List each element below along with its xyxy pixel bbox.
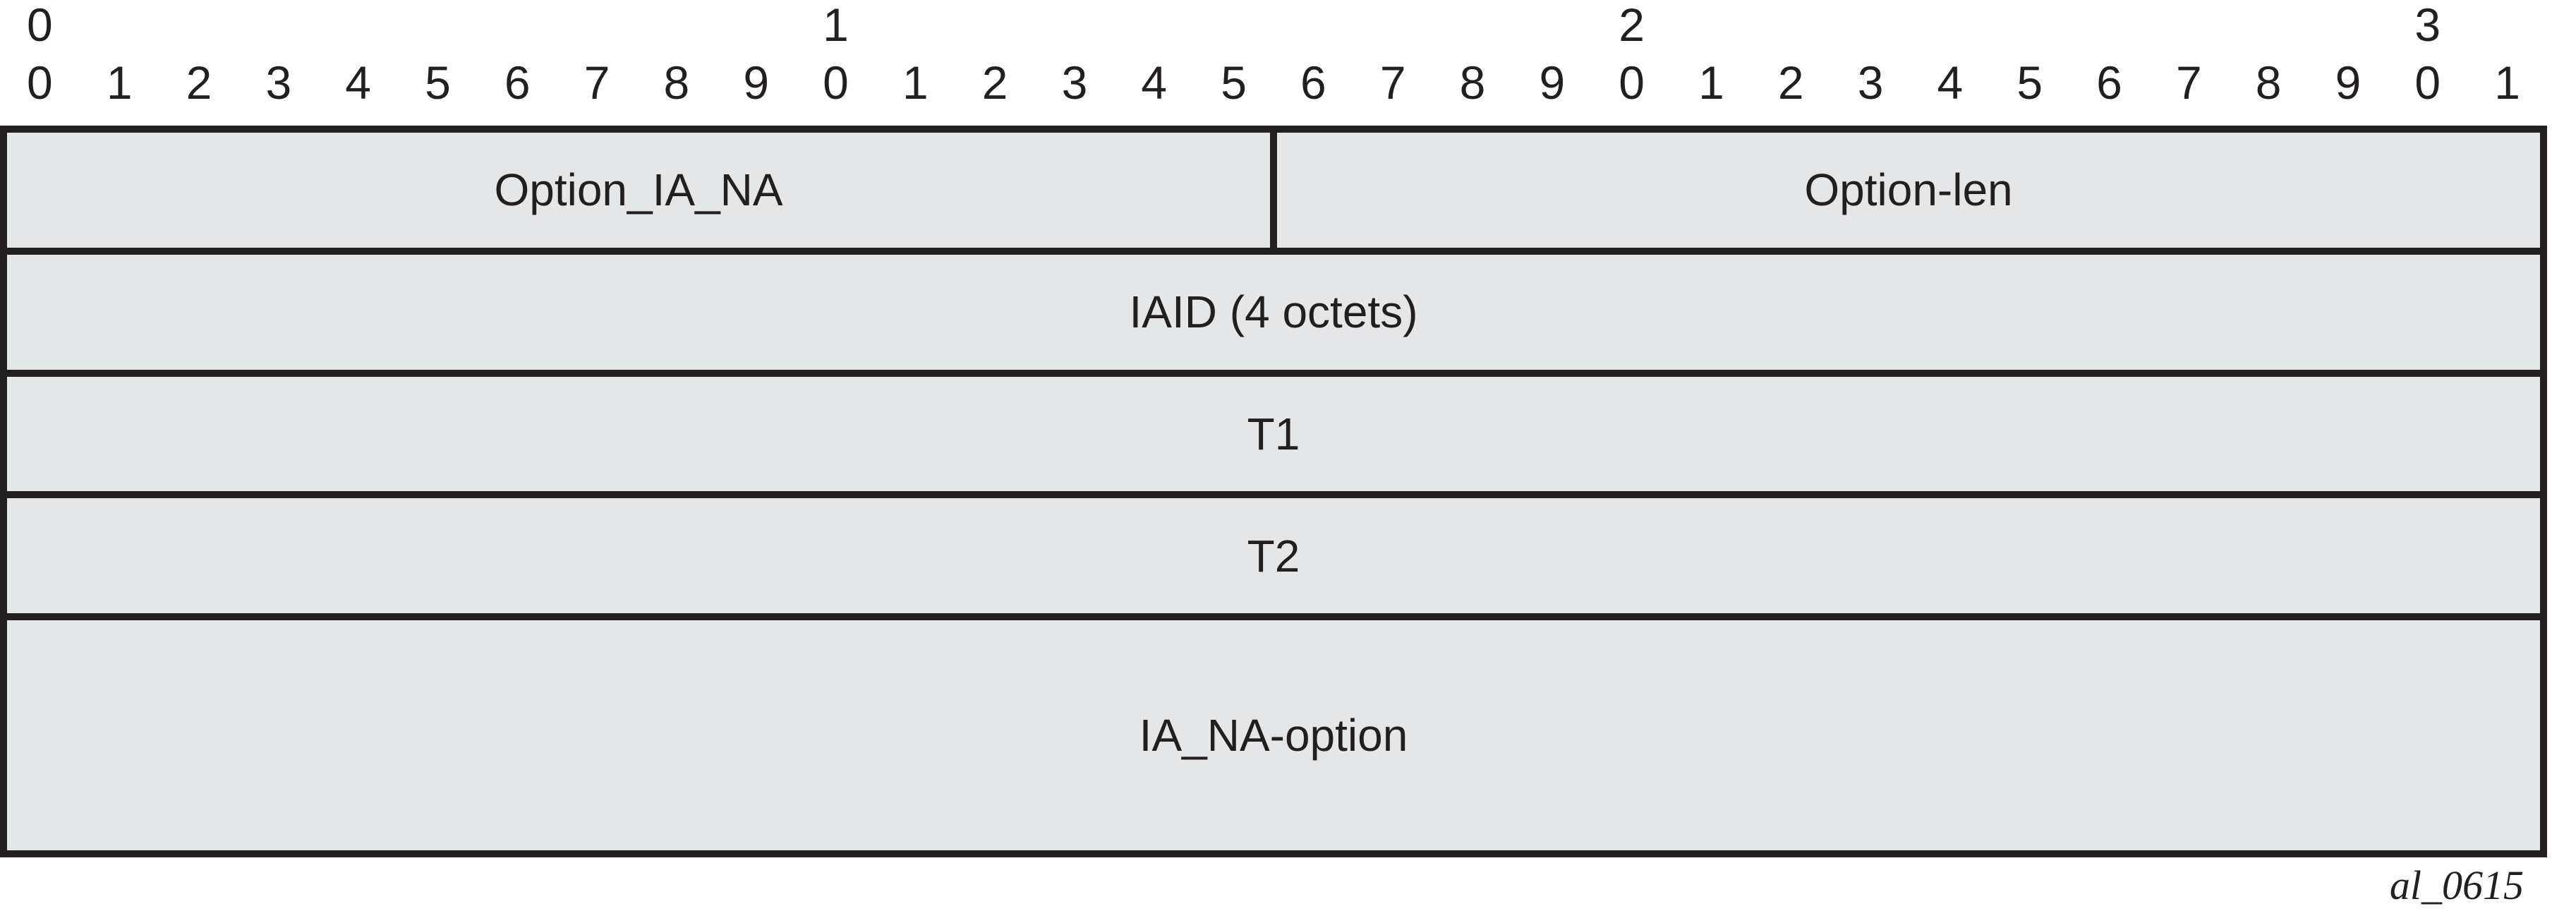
bit-number-label: 8 — [2255, 56, 2282, 109]
table-row-t2: T2 — [7, 491, 2540, 614]
bit-number-label: 5 — [1221, 56, 1247, 109]
field-ia-na-option: IA_NA-option — [1139, 710, 1408, 761]
bit-ruler-decades: 0 1 2 3 — [0, 1, 2547, 48]
bit-number-label: 1 — [1698, 56, 1724, 109]
bit-number-label: 0 — [27, 56, 53, 109]
field-t2: T2 — [1247, 530, 1300, 581]
bit-number-label: 6 — [1300, 56, 1326, 109]
decade-number-label: 0 — [27, 0, 53, 51]
bit-number-label: 3 — [265, 56, 292, 109]
bit-number-label: 9 — [743, 56, 770, 109]
decade-number-label: 3 — [2414, 0, 2441, 51]
bit-number-label: 1 — [2494, 56, 2520, 109]
bit-number-label: 3 — [1061, 56, 1088, 109]
bit-number-label: 2 — [981, 56, 1008, 109]
bit-number-label: 2 — [1777, 56, 1804, 109]
bit-number-label: 4 — [1937, 56, 1964, 109]
bit-number-label: 0 — [2414, 56, 2441, 109]
bit-number-label: 0 — [823, 56, 849, 109]
bit-number-label: 7 — [1379, 56, 1406, 109]
bit-number-label: 9 — [1539, 56, 1566, 109]
packet-format-table: Option_IA_NA Option-len IAID (4 octets) … — [0, 126, 2547, 857]
bit-number-label: 8 — [663, 56, 690, 109]
table-row-option-header: Option_IA_NA Option-len — [7, 133, 2540, 248]
bit-number-label: 6 — [504, 56, 531, 109]
field-t1: T1 — [1247, 409, 1300, 460]
bit-number-label: 1 — [902, 56, 929, 109]
field-option-len: Option-len — [1804, 164, 2013, 216]
bit-number-label: 9 — [2335, 56, 2362, 109]
bit-number-label: 8 — [1459, 56, 1486, 109]
decade-number-label: 1 — [823, 0, 849, 51]
bit-number-label: 7 — [583, 56, 610, 109]
field-iaid: IAID (4 octets) — [1129, 286, 1418, 338]
field-option-ia-na: Option_IA_NA — [494, 164, 783, 216]
bit-number-label: 5 — [425, 56, 451, 109]
bit-number-label: 6 — [2096, 56, 2122, 109]
bit-number-label: 5 — [2016, 56, 2043, 109]
table-row-ia-na-option: IA_NA-option — [7, 613, 2540, 850]
table-row-iaid: IAID (4 octets) — [7, 247, 2540, 370]
table-row-t1: T1 — [7, 369, 2540, 492]
decade-number-label: 2 — [1619, 0, 1645, 51]
bit-number-label: 4 — [1141, 56, 1168, 109]
field-divider — [1270, 133, 1277, 248]
bit-number-label: 7 — [2175, 56, 2202, 109]
bit-number-label: 4 — [345, 56, 372, 109]
bit-number-label: 1 — [106, 56, 133, 109]
bit-number-label: 2 — [186, 56, 212, 109]
bit-number-label: 3 — [1857, 56, 1884, 109]
figure-tag: al_0615 — [2389, 862, 2524, 908]
bit-number-label: 0 — [1619, 56, 1645, 109]
